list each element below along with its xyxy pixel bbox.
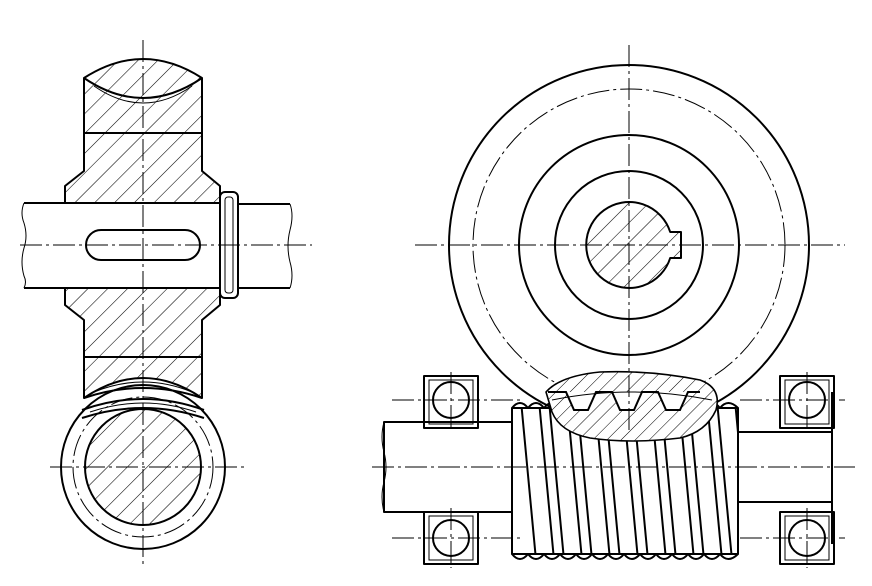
front-centerlines	[372, 45, 855, 568]
front-view	[372, 45, 855, 568]
mesh-section	[545, 370, 719, 442]
side-section-view	[20, 40, 312, 566]
side-centerlines	[20, 40, 312, 566]
